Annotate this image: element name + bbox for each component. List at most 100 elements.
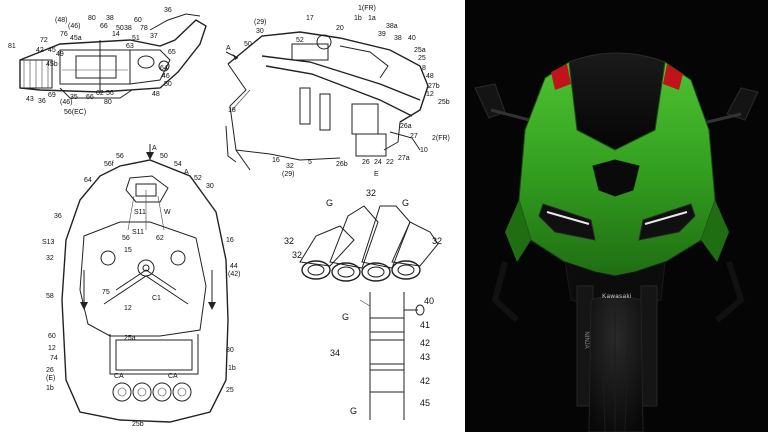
fig2-label: 27a xyxy=(398,155,410,162)
fig2-label: 30 xyxy=(256,28,264,35)
fig4-label: 41 xyxy=(420,320,430,330)
red-accent-left xyxy=(551,64,571,90)
fig1-label: 76 xyxy=(60,31,68,38)
fig2-label: 32 xyxy=(286,163,294,170)
fig2-label: 26 xyxy=(362,159,370,166)
fig1-label: 45a xyxy=(70,35,82,42)
fig3-label: 25a xyxy=(124,335,136,342)
fig3-label: 30 xyxy=(206,183,214,190)
fig4-label: G xyxy=(326,198,333,208)
fig2-label: 5 xyxy=(308,159,312,166)
fig2-label: 27 xyxy=(410,133,418,140)
fig3-label: 56 xyxy=(116,153,124,160)
fig1-label: 50 xyxy=(164,81,172,88)
fig3-label: CA xyxy=(168,373,178,380)
fig2-label: 25b xyxy=(438,99,450,106)
fig3-label: C1 xyxy=(152,295,161,302)
fig1-label: 45b xyxy=(46,61,58,68)
fork-right xyxy=(640,285,658,407)
fig2-label: 25 xyxy=(418,55,426,62)
fig3-label: 36 xyxy=(54,213,62,220)
fig1-label: 64 xyxy=(160,65,168,72)
patent-drawings: (48) (46) 80 38 60 36 45a 45b 81 42 45 7… xyxy=(8,5,450,428)
fig3-label: S11 xyxy=(134,209,146,216)
fig3-label: 50 xyxy=(160,153,168,160)
fig3-label: 75 xyxy=(102,289,110,296)
fig3-label: 12 xyxy=(48,345,56,352)
fig1-label: 36 xyxy=(38,98,46,105)
fig3-label: A xyxy=(152,145,157,152)
fig1-label: 49 xyxy=(56,51,64,58)
fig2-label: (29) xyxy=(254,19,266,26)
fig3-label: S13 xyxy=(42,239,55,246)
fig1-label: 36 xyxy=(164,7,172,14)
figure-frame-side-view-labels: 1(FR) (29) 30 17 20 1b 1a 38a 39 38 40 5… xyxy=(226,5,450,178)
fig1-label: 60 xyxy=(134,17,142,24)
fig1-label: 62 xyxy=(96,90,104,97)
fig3-label: (42) xyxy=(228,271,240,278)
fig3-label: 12 xyxy=(124,305,132,312)
fig3-label: 56f xyxy=(104,161,114,168)
fig3-label: 1b xyxy=(46,385,54,392)
fig3-label: 26 xyxy=(46,367,54,374)
fig1-label: 43 xyxy=(26,96,34,103)
brand-badge: Kawasaki xyxy=(602,294,632,300)
fig3-label: 80 xyxy=(226,347,234,354)
fig1-label: 42 xyxy=(36,47,44,54)
fig1-label: 38 xyxy=(124,25,132,32)
fig2-label: 1(FR) xyxy=(358,5,376,12)
fig2-label: 20 xyxy=(336,25,344,32)
fig1-label: 72 xyxy=(40,37,48,44)
figure-frame-side-view xyxy=(225,31,429,171)
fig2-label: 22 xyxy=(386,159,394,166)
side-fairing-left xyxy=(505,200,531,262)
fig1-label: 66 xyxy=(100,23,108,30)
fig2-label: 25a xyxy=(414,47,426,54)
front-tire xyxy=(588,295,644,432)
fig2-label: 26a xyxy=(400,123,412,130)
fig2-label: 12 xyxy=(426,91,434,98)
fig3-label: CA xyxy=(114,373,124,380)
fig4-label: 32 xyxy=(292,250,302,260)
fig1-label: 50 xyxy=(116,25,124,32)
fig2-label: 16 xyxy=(272,157,280,164)
fig2-label: (29) xyxy=(282,171,294,178)
fig4-label: 34 xyxy=(330,348,340,358)
fig3-label: 32 xyxy=(46,255,54,262)
motorcycle-photo-svg: Kawasaki NINJA xyxy=(465,0,768,432)
fig1-label: 63 xyxy=(126,43,134,50)
fig1-label: 35 xyxy=(70,94,78,101)
fig3-label: 58 xyxy=(46,293,54,300)
fig1-label: 37 xyxy=(150,33,158,40)
fig2-label: 50 xyxy=(244,41,252,48)
fig4-label: 42 xyxy=(420,338,430,348)
fig2-label: 52 xyxy=(296,37,304,44)
fig2-label: 1a xyxy=(368,15,376,22)
fig2-label: 10 xyxy=(420,147,428,154)
fig2-label: 26b xyxy=(336,161,348,168)
patent-drawings-svg: (48) (46) 80 38 60 36 45a 45b 81 42 45 7… xyxy=(8,5,450,428)
fig2-label: 40 xyxy=(408,35,416,42)
fig3-label: 54 xyxy=(174,161,182,168)
fig4-label: G xyxy=(402,198,409,208)
figure-intake-funnels xyxy=(299,205,439,420)
fig1-label: 45 xyxy=(48,47,56,54)
fig3-label: 52 xyxy=(194,175,202,182)
fig2-label: 38 xyxy=(394,35,402,42)
fig1-label: 56 xyxy=(106,90,114,97)
drl-right xyxy=(644,211,688,225)
fig1-label: 65 xyxy=(168,49,176,56)
fig3-label: 64 xyxy=(84,177,92,184)
red-accent-right xyxy=(663,64,683,90)
fig1-label: 80 xyxy=(104,99,112,106)
fig3-label: 25 xyxy=(226,387,234,394)
fig1-label: 81 xyxy=(8,43,16,50)
fig4-label: G xyxy=(350,406,357,416)
fig1-label: 78 xyxy=(140,25,148,32)
fig2-label: 18 xyxy=(228,107,236,114)
fig3-label: 74 xyxy=(50,355,58,362)
fig1-label: 51 xyxy=(132,35,140,42)
fig1-label: 56(EC) xyxy=(64,109,86,116)
fig4-label: 45 xyxy=(420,398,430,408)
